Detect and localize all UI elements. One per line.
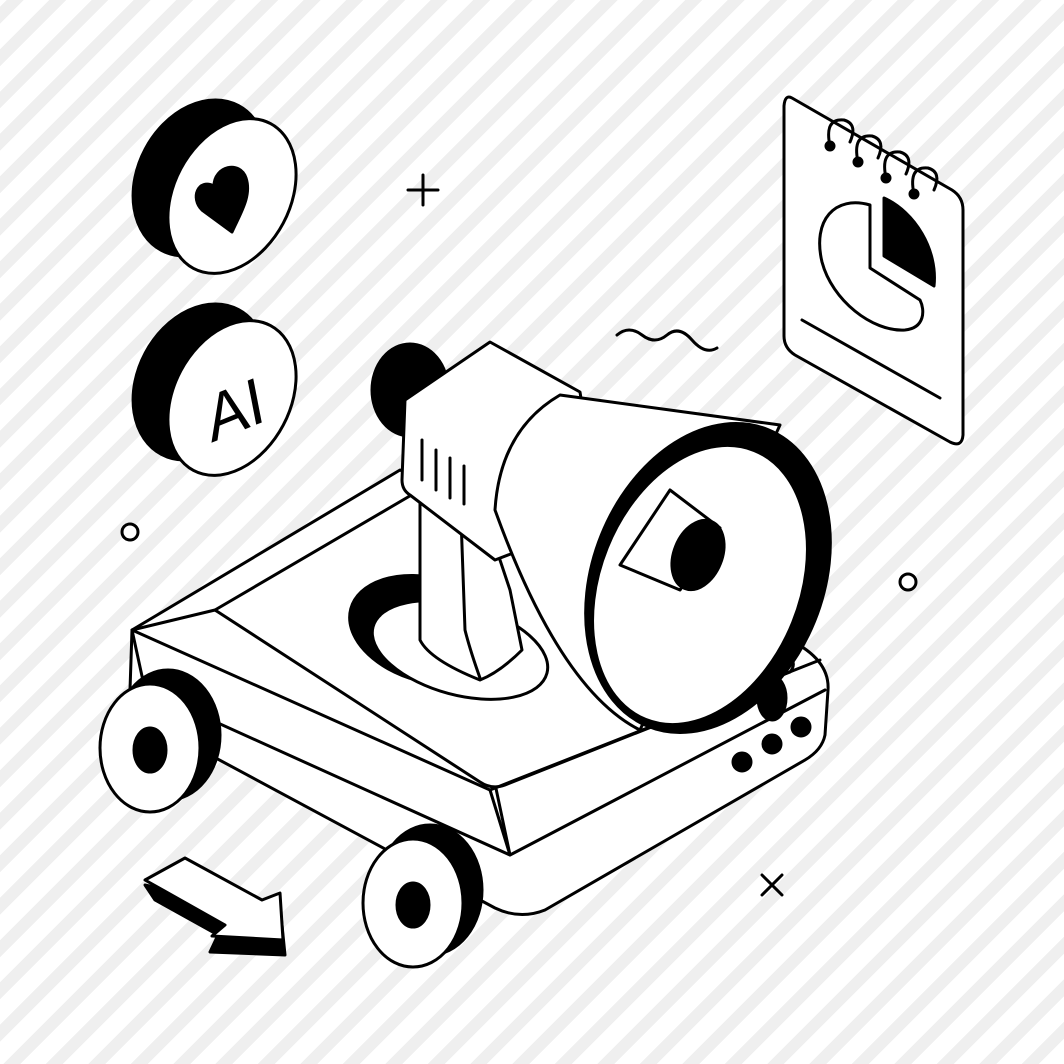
indicator-light bbox=[761, 733, 783, 755]
wheel-front-left bbox=[98, 668, 222, 814]
heart-icon bbox=[194, 165, 249, 234]
pie-slice-large bbox=[818, 201, 925, 332]
indicator-light bbox=[790, 716, 812, 738]
decor-circle-right bbox=[898, 572, 918, 592]
side-knob bbox=[756, 674, 788, 722]
ai-coin-icon: AI bbox=[131, 302, 298, 477]
decor-circle-left bbox=[120, 522, 140, 542]
calendar-rings bbox=[824, 118, 939, 200]
wheel-front-right bbox=[361, 823, 484, 969]
decor-wave bbox=[615, 328, 719, 352]
heart-coin-icon bbox=[131, 98, 298, 275]
sparkle-cross-icon bbox=[760, 873, 784, 897]
calendar-pie-chart-icon bbox=[782, 95, 965, 446]
pie-slice-small bbox=[882, 196, 936, 288]
arrow-right-down-icon bbox=[143, 856, 287, 957]
sparkle-plus-icon bbox=[406, 173, 440, 207]
indicator-light bbox=[731, 751, 753, 773]
megaphone-icon bbox=[370, 340, 832, 734]
